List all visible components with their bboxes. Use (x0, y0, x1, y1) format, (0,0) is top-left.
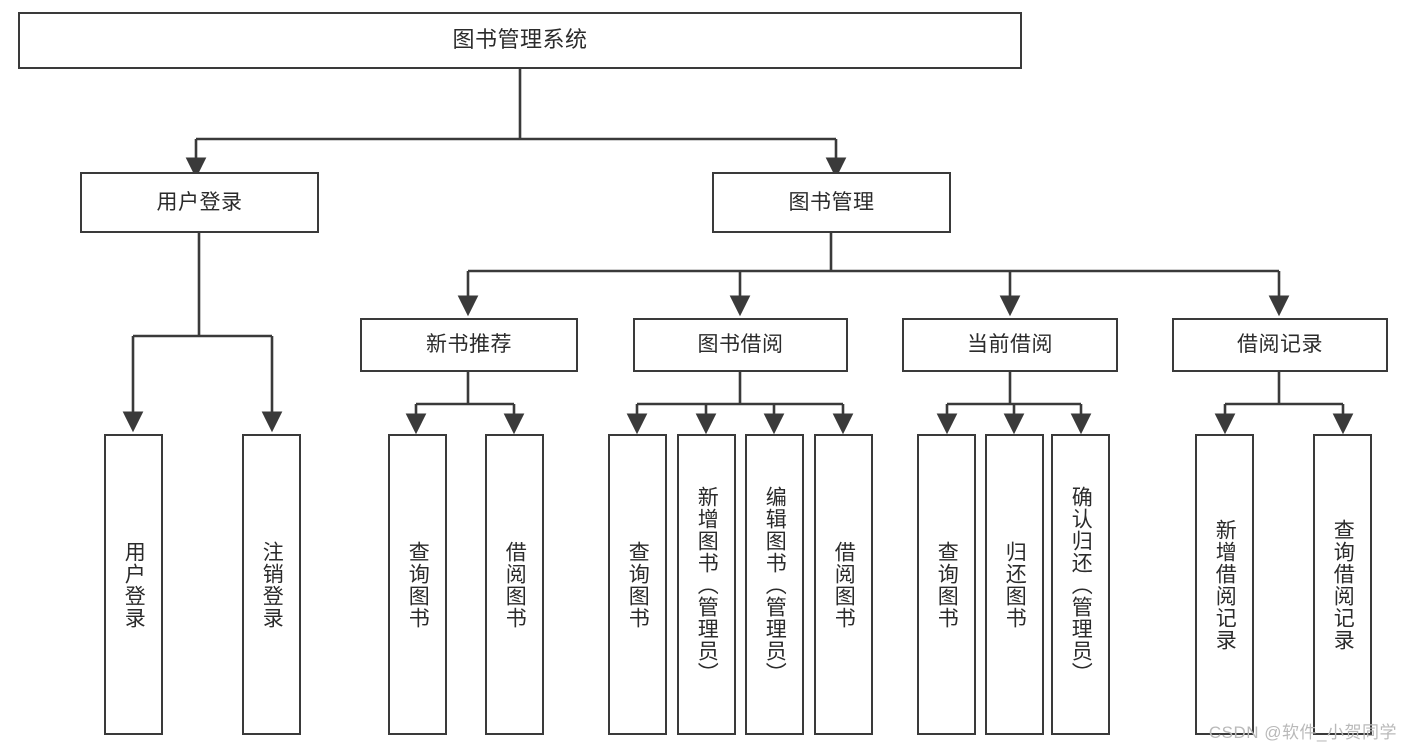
leaf-new-book-borrow[interactable]: 借阅图书 (485, 434, 544, 735)
node-label: 查询图书 (626, 540, 650, 629)
leaf-borrow-edit-book-admin[interactable]: 编辑图书（管理员） (745, 434, 804, 735)
leaf-new-book-query[interactable]: 查询图书 (388, 434, 447, 735)
node-label: 图书借阅 (697, 333, 784, 357)
leaf-current-confirm-return-admin[interactable]: 确认归还（管理员） (1051, 434, 1110, 735)
leaf-user-login-logout[interactable]: 注销登录 (242, 434, 301, 735)
node-label: 新增图书（管理员） (695, 485, 719, 684)
node-label: 图书管理系统 (452, 27, 588, 53)
node-label: 用户登录 (122, 540, 146, 629)
leaf-borrow-borrow-book[interactable]: 借阅图书 (814, 434, 873, 735)
node-label: 编辑图书（管理员） (763, 485, 787, 684)
leaf-record-add-record[interactable]: 新增借阅记录 (1195, 434, 1254, 735)
node-root-book-management-system[interactable]: 图书管理系统 (18, 12, 1022, 69)
node-label: 查询图书 (935, 540, 959, 629)
node-label: 查询借阅记录 (1331, 518, 1355, 651)
node-label: 新书推荐 (426, 333, 512, 357)
leaf-user-login-login[interactable]: 用户登录 (104, 434, 163, 735)
leaf-current-query-book[interactable]: 查询图书 (917, 434, 976, 735)
leaf-current-return-book[interactable]: 归还图书 (985, 434, 1044, 735)
node-label: 借阅图书 (832, 540, 856, 629)
watermark: CSDN @软件_小贺同学 (1208, 723, 1397, 742)
node-label: 归还图书 (1003, 540, 1027, 629)
leaf-borrow-query-book[interactable]: 查询图书 (608, 434, 667, 735)
node-label: 借阅图书 (503, 540, 527, 629)
node-label: 图书管理 (788, 190, 875, 214)
node-current-borrow[interactable]: 当前借阅 (902, 318, 1118, 372)
leaf-borrow-add-book-admin[interactable]: 新增图书（管理员） (677, 434, 736, 735)
node-book-management[interactable]: 图书管理 (712, 172, 951, 233)
node-book-borrow[interactable]: 图书借阅 (633, 318, 848, 372)
node-new-book-recommend[interactable]: 新书推荐 (360, 318, 578, 372)
node-label: 新增借阅记录 (1213, 518, 1237, 651)
node-label: 注销登录 (260, 540, 284, 629)
node-borrow-record[interactable]: 借阅记录 (1172, 318, 1388, 372)
node-label: 查询图书 (406, 540, 430, 629)
node-label: 确认归还（管理员） (1069, 485, 1093, 684)
node-user-login[interactable]: 用户登录 (80, 172, 319, 233)
node-label: 借阅记录 (1237, 333, 1323, 357)
node-label: 用户登录 (156, 190, 243, 214)
leaf-record-query-record[interactable]: 查询借阅记录 (1313, 434, 1372, 735)
node-label: 当前借阅 (967, 333, 1053, 357)
